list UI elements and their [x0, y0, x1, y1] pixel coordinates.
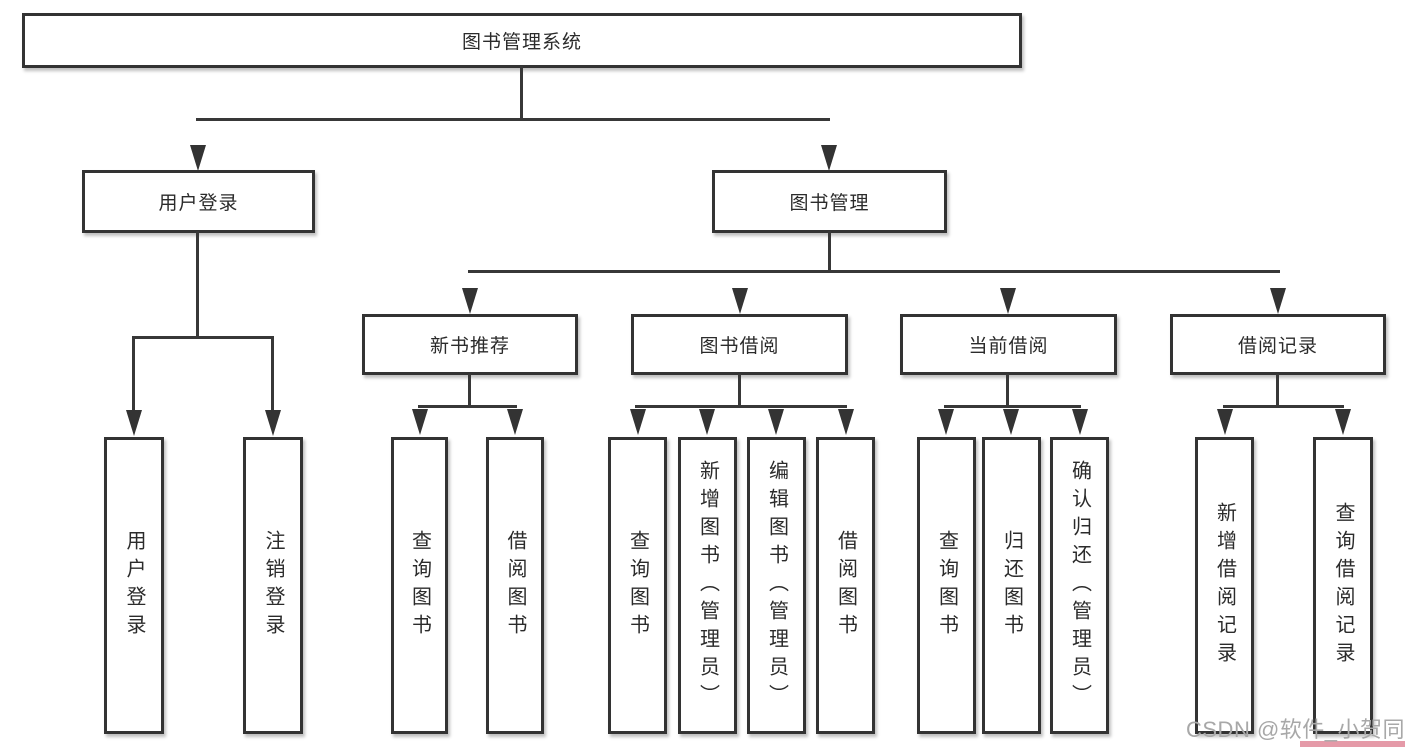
arrow-down-icon: [630, 409, 646, 435]
node-leaf-label: 注销登录: [262, 529, 284, 642]
node-user-login-label: 用户登录: [158, 193, 239, 214]
node-leaf-label: 新增借阅记录: [1213, 501, 1236, 670]
arrow-down-icon: [938, 409, 954, 435]
connector-new-book-hline: [418, 405, 517, 408]
node-leaf-user-login: 用户登录: [104, 437, 164, 734]
node-leaf-borrow-book-2: 借阅图书: [816, 437, 875, 734]
connector-current-borrow-stem: [1006, 374, 1009, 408]
arrow-down-icon: [412, 409, 428, 435]
arrow-down-icon: [126, 410, 142, 436]
connector-book-mgmt-stem: [828, 231, 831, 273]
node-leaf-label: 查询图书: [935, 529, 958, 642]
node-leaf-label: 借阅图书: [834, 529, 857, 642]
arrow-down-icon: [768, 409, 784, 435]
arrow-down-icon: [507, 409, 523, 435]
node-leaf-label: 查询图书: [408, 529, 431, 642]
node-borrow-record-label: 借阅记录: [1237, 336, 1318, 357]
node-current-borrow-label: 当前借阅: [968, 336, 1049, 357]
arrow-down-icon: [838, 409, 854, 435]
arrow-down-icon: [1335, 409, 1351, 435]
connector-borrow-record-hline: [1223, 405, 1344, 408]
watermark-text: CSDN @软件_小贺同学: [1186, 717, 1405, 742]
connector-user-login-hline: [132, 336, 274, 339]
node-leaf-query-book-2: 查询图书: [608, 437, 667, 734]
node-leaf-query-book-3: 查询图书: [917, 437, 976, 734]
node-leaf-return-book: 归还图书: [982, 437, 1041, 734]
node-user-login: 用户登录: [82, 170, 315, 233]
node-leaf-label: 用户登录: [123, 529, 145, 642]
node-leaf-label: 编辑图书（管理员）: [765, 459, 788, 712]
arrow-down-icon: [1072, 409, 1088, 435]
node-leaf-logout: 注销登录: [243, 437, 303, 734]
connector-book-borrow-stem: [738, 374, 741, 408]
arrow-down-icon: [821, 145, 837, 171]
connector-drop: [132, 336, 135, 414]
arrow-down-icon: [732, 288, 748, 314]
node-new-book-recommend: 新书推荐: [362, 314, 578, 375]
arrow-down-icon: [699, 409, 715, 435]
node-book-management-label: 图书管理: [789, 193, 870, 214]
node-leaf-borrow-book-1: 借阅图书: [486, 437, 544, 734]
arrow-down-icon: [1217, 409, 1233, 435]
connector-user-login-stem: [196, 231, 199, 337]
node-leaf-add-borrow-record: 新增借阅记录: [1195, 437, 1254, 734]
connector-level3-hline: [468, 270, 1280, 273]
arrow-down-icon: [1270, 288, 1286, 314]
node-leaf-label: 归还图书: [1000, 529, 1023, 642]
node-leaf-label: 查询图书: [626, 529, 649, 642]
node-leaf-confirm-return-admin: 确认归还（管理员）: [1050, 437, 1109, 734]
arrow-down-icon: [265, 410, 281, 436]
node-leaf-label: 查询借阅记录: [1332, 501, 1354, 670]
connector-drop: [271, 336, 274, 414]
node-borrow-record: 借阅记录: [1170, 314, 1386, 375]
watermark-accent-bar: [1300, 741, 1405, 747]
node-leaf-add-book-admin: 新增图书（管理员）: [678, 437, 737, 734]
node-root: 图书管理系统: [22, 13, 1022, 68]
connector-book-borrow-hline: [635, 405, 847, 408]
node-root-label: 图书管理系统: [461, 32, 582, 53]
arrow-down-icon: [190, 145, 206, 171]
connector-level2-hline: [196, 118, 830, 121]
node-book-management: 图书管理: [712, 170, 947, 233]
node-current-borrow: 当前借阅: [900, 314, 1117, 375]
connector-current-borrow-hline: [944, 405, 1081, 408]
arrow-down-icon: [1000, 288, 1016, 314]
node-leaf-query-borrow-record: 查询借阅记录: [1313, 437, 1373, 734]
node-new-book-recommend-label: 新书推荐: [429, 336, 510, 357]
connector-new-book-stem: [468, 374, 471, 408]
arrow-down-icon: [1003, 409, 1019, 435]
node-leaf-label: 新增图书（管理员）: [696, 459, 719, 712]
connector-root-stem: [520, 66, 523, 120]
node-leaf-edit-book-admin: 编辑图书（管理员）: [747, 437, 806, 734]
node-leaf-query-book-1: 查询图书: [391, 437, 448, 734]
node-leaf-label: 借阅图书: [504, 529, 526, 642]
arrow-down-icon: [462, 288, 478, 314]
connector-borrow-record-stem: [1276, 374, 1279, 408]
node-book-borrow: 图书借阅: [631, 314, 848, 375]
node-book-borrow-label: 图书借阅: [699, 336, 780, 357]
node-leaf-label: 确认归还（管理员）: [1068, 459, 1091, 712]
